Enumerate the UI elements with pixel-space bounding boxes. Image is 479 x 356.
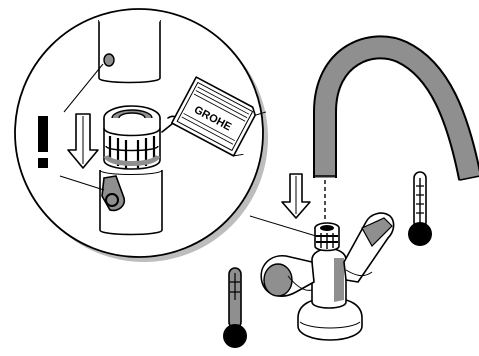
faucet: [261, 47, 479, 340]
thermometer-cold-icon: [408, 172, 432, 246]
exclamation-icon: [38, 116, 48, 168]
faucet-handle-right: [344, 213, 394, 282]
zoom-leader-line: [250, 216, 316, 236]
aerator-insert: [104, 106, 160, 169]
spout-end-detail: [99, 20, 160, 83]
arrow-down-icon: [282, 174, 310, 218]
spout-housing-detail: [100, 170, 162, 235]
faucet-spout: [315, 47, 479, 180]
thermometer-hot-icon: [223, 268, 247, 348]
faucet-handle-left: [261, 256, 314, 296]
detail-magnifier: GROHE: [15, 9, 268, 262]
faucet-aerator-collar: [315, 223, 339, 251]
